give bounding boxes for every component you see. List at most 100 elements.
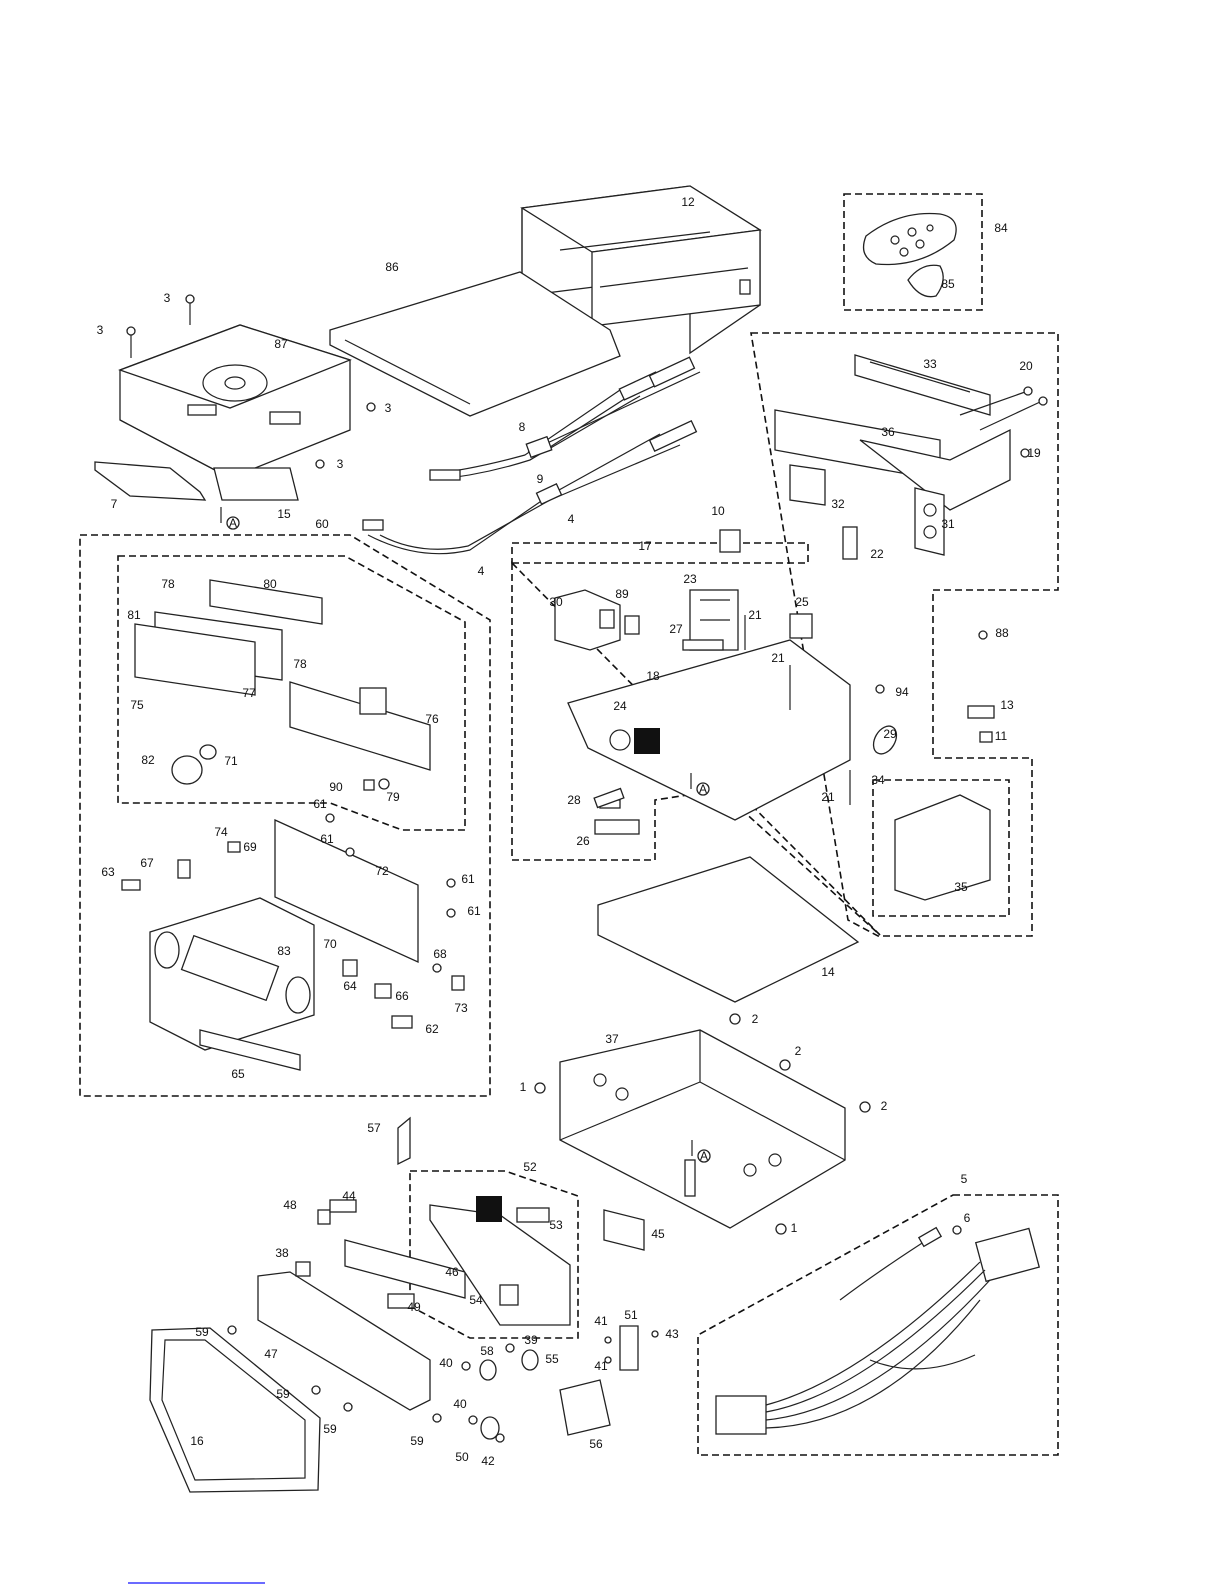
part-36-bracket xyxy=(774,409,1011,511)
part-label-58: 58 xyxy=(480,1344,494,1358)
part-label-22: 22 xyxy=(870,547,884,561)
part-label-64: 64 xyxy=(343,979,357,993)
part-label-45: 45 xyxy=(651,1227,665,1241)
part-label-86: 86 xyxy=(385,260,399,274)
part-16-frame xyxy=(149,1327,321,1493)
part-label-85: 85 xyxy=(941,277,955,291)
part-65-keypad xyxy=(199,1029,301,1071)
svg-text:A: A xyxy=(700,1149,708,1163)
part-label-79: 79 xyxy=(386,790,400,804)
part-label-61: 61 xyxy=(313,797,327,811)
part-label-8: 8 xyxy=(519,420,526,434)
part-label-69: 69 xyxy=(243,840,257,854)
screws-19-20 xyxy=(959,386,1048,458)
part-12-sleeve xyxy=(520,185,762,355)
part-label-23: 23 xyxy=(683,572,697,586)
part-label-76: 76 xyxy=(425,712,439,726)
part-label-71: 71 xyxy=(224,754,238,768)
small-parts-60-group xyxy=(121,813,465,1029)
part-label-40: 40 xyxy=(439,1356,453,1370)
part-label-63: 63 xyxy=(101,865,115,879)
part-label-13: 13 xyxy=(1000,698,1014,712)
part-label-51: 51 xyxy=(624,1308,638,1322)
part-label-65: 65 xyxy=(231,1067,245,1081)
part-5-wiring-harness xyxy=(715,1225,1041,1435)
part-label-36: 36 xyxy=(881,425,895,439)
part-label-59: 59 xyxy=(323,1422,337,1436)
part-label-94: 94 xyxy=(895,685,909,699)
svg-text:A: A xyxy=(699,782,707,796)
part-label-1: 1 xyxy=(791,1221,798,1235)
part-label-16: 16 xyxy=(190,1434,204,1448)
part-label-53: 53 xyxy=(549,1218,563,1232)
part-22-clip xyxy=(842,526,858,560)
lower-small-parts xyxy=(227,1116,659,1443)
part-72-frame xyxy=(274,818,419,964)
part-label-3: 3 xyxy=(97,323,104,337)
part-8-rca-cable xyxy=(429,356,701,481)
part-label-47: 47 xyxy=(264,1347,278,1361)
part-85-cover xyxy=(907,264,944,298)
part-35-bracket xyxy=(894,794,991,901)
part-14-insulator-sheet xyxy=(597,856,860,1003)
reference-marker-A: A xyxy=(691,1140,711,1163)
part-89-ics xyxy=(599,609,640,635)
part-label-83: 83 xyxy=(277,944,291,958)
part-87-cd-mechanism xyxy=(118,324,352,479)
part-47-panel-frame xyxy=(257,1271,431,1411)
part-82-knob xyxy=(171,744,217,785)
group-boundary-84 xyxy=(843,193,983,311)
part-30-heatsink xyxy=(554,589,621,651)
part-45-plate xyxy=(603,1209,645,1251)
part-label-37: 37 xyxy=(605,1032,619,1046)
part-label-68: 68 xyxy=(433,947,447,961)
part-label-75: 75 xyxy=(130,698,144,712)
part-label-41: 41 xyxy=(594,1359,608,1373)
part-label-3: 3 xyxy=(337,457,344,471)
part-label-2: 2 xyxy=(795,1044,802,1058)
part-7-flat-cable xyxy=(94,461,207,501)
part-label-82: 82 xyxy=(141,753,155,767)
part-label-49: 49 xyxy=(407,1300,421,1314)
part-label-61: 61 xyxy=(320,832,334,846)
marker-block-17 xyxy=(634,728,660,754)
part-label-78: 78 xyxy=(161,577,175,591)
part-label-89: 89 xyxy=(615,587,629,601)
part-10-plug xyxy=(719,529,741,553)
part-label-81: 81 xyxy=(127,608,141,622)
part-label-59: 59 xyxy=(195,1325,209,1339)
part-83-front-panel xyxy=(149,897,315,1051)
part-label-32: 32 xyxy=(831,497,845,511)
part-label-40: 40 xyxy=(453,1397,467,1411)
part-label-43: 43 xyxy=(665,1327,679,1341)
part-label-80: 80 xyxy=(263,577,277,591)
part-9-cable xyxy=(362,419,698,555)
part-label-46: 46 xyxy=(445,1265,459,1279)
part-label-78: 78 xyxy=(293,657,307,671)
part-33-connector-strip xyxy=(854,354,991,416)
part-label-2: 2 xyxy=(752,1012,759,1026)
part-label-44: 44 xyxy=(342,1189,356,1203)
part-label-52: 52 xyxy=(523,1160,537,1174)
part-label-5: 5 xyxy=(961,1172,968,1186)
part-label-17: 17 xyxy=(638,539,652,553)
part-label-41: 41 xyxy=(594,1314,608,1328)
part-56-bracket xyxy=(559,1379,611,1436)
screws-1-2 xyxy=(534,1013,871,1235)
part-76-bracket xyxy=(289,681,431,771)
group-boundary-5 xyxy=(697,1194,1059,1456)
part-label-1: 1 xyxy=(520,1080,527,1094)
part-label-27: 27 xyxy=(669,622,683,636)
part-label-38: 38 xyxy=(275,1246,289,1260)
part-label-14: 14 xyxy=(821,965,835,979)
part-label-35: 35 xyxy=(954,880,968,894)
part-label-62: 62 xyxy=(425,1022,439,1036)
reference-marker-A: A xyxy=(690,773,710,796)
part-label-26: 26 xyxy=(576,834,590,848)
part-label-3: 3 xyxy=(385,401,392,415)
part-label-57: 57 xyxy=(367,1121,381,1135)
part-label-72: 72 xyxy=(375,864,389,878)
part-label-87: 87 xyxy=(274,337,288,351)
